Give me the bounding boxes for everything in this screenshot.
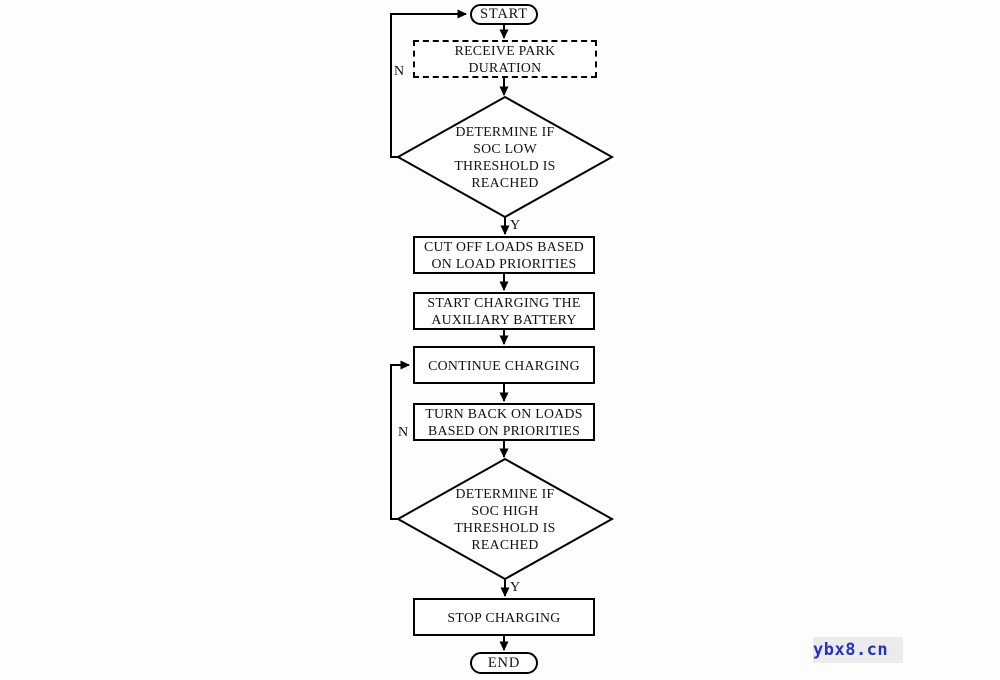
node-line: THRESHOLD IS (454, 520, 556, 535)
node-line: BASED ON PRIORITIES (427, 423, 581, 438)
watermark-ybx8: ybx8.cn (813, 637, 903, 663)
edge-label-soc-low-yes: Y (510, 218, 521, 233)
node-line: REACHED (471, 175, 539, 190)
node-cut-off-loads: CUT OFF LOADS BASED ON LOAD PRIORITIES (413, 236, 595, 274)
node-continue-charging: CONTINUE CHARGING (413, 346, 595, 384)
node-line: DURATION (468, 60, 542, 75)
node-line: CUT OFF LOADS BASED (424, 239, 584, 254)
node-soc-high-decision-label: DETERMINE IF SOC HIGH THRESHOLD IS REACH… (398, 459, 612, 579)
node-line: REACHED (471, 537, 539, 552)
node-start: START (470, 4, 538, 25)
node-soc-low-decision-label: DETERMINE IF SOC LOW THRESHOLD IS REACHE… (398, 97, 612, 217)
edge-label-soc-high-yes: Y (510, 580, 521, 595)
loop-soclow-no-to-start (390, 9, 467, 158)
node-line: THRESHOLD IS (454, 158, 556, 173)
node-stop-charging: STOP CHARGING (413, 598, 595, 636)
node-start-label: START (480, 6, 528, 22)
node-turn-back-loads: TURN BACK ON LOADS BASED ON PRIORITIES (413, 403, 595, 441)
edge-label-soc-low-no: N (394, 64, 405, 79)
node-line: DETERMINE IF (455, 124, 555, 139)
node-line: ON LOAD PRIORITIES (431, 256, 577, 271)
node-line: AUXILIARY BATTERY (431, 312, 577, 327)
node-end-label: END (487, 654, 521, 671)
node-line: TURN BACK ON LOADS (425, 406, 583, 421)
node-line: DETERMINE IF (455, 486, 555, 501)
node-line: RECEIVE PARK (454, 43, 556, 58)
node-line: SOC HIGH (471, 503, 539, 518)
loop-sochigh-no-to-continue (390, 360, 410, 520)
node-start-charging: START CHARGING THE AUXILIARY BATTERY (413, 292, 595, 330)
node-line: SOC LOW (473, 141, 537, 156)
node-end: END (470, 652, 538, 674)
edge-label-soc-high-no: N (398, 425, 409, 440)
node-line: STOP CHARGING (447, 609, 561, 625)
node-line: CONTINUE CHARGING (428, 357, 580, 373)
node-receive-park-duration: RECEIVE PARK DURATION (413, 40, 597, 78)
node-line: START CHARGING THE (427, 295, 581, 310)
